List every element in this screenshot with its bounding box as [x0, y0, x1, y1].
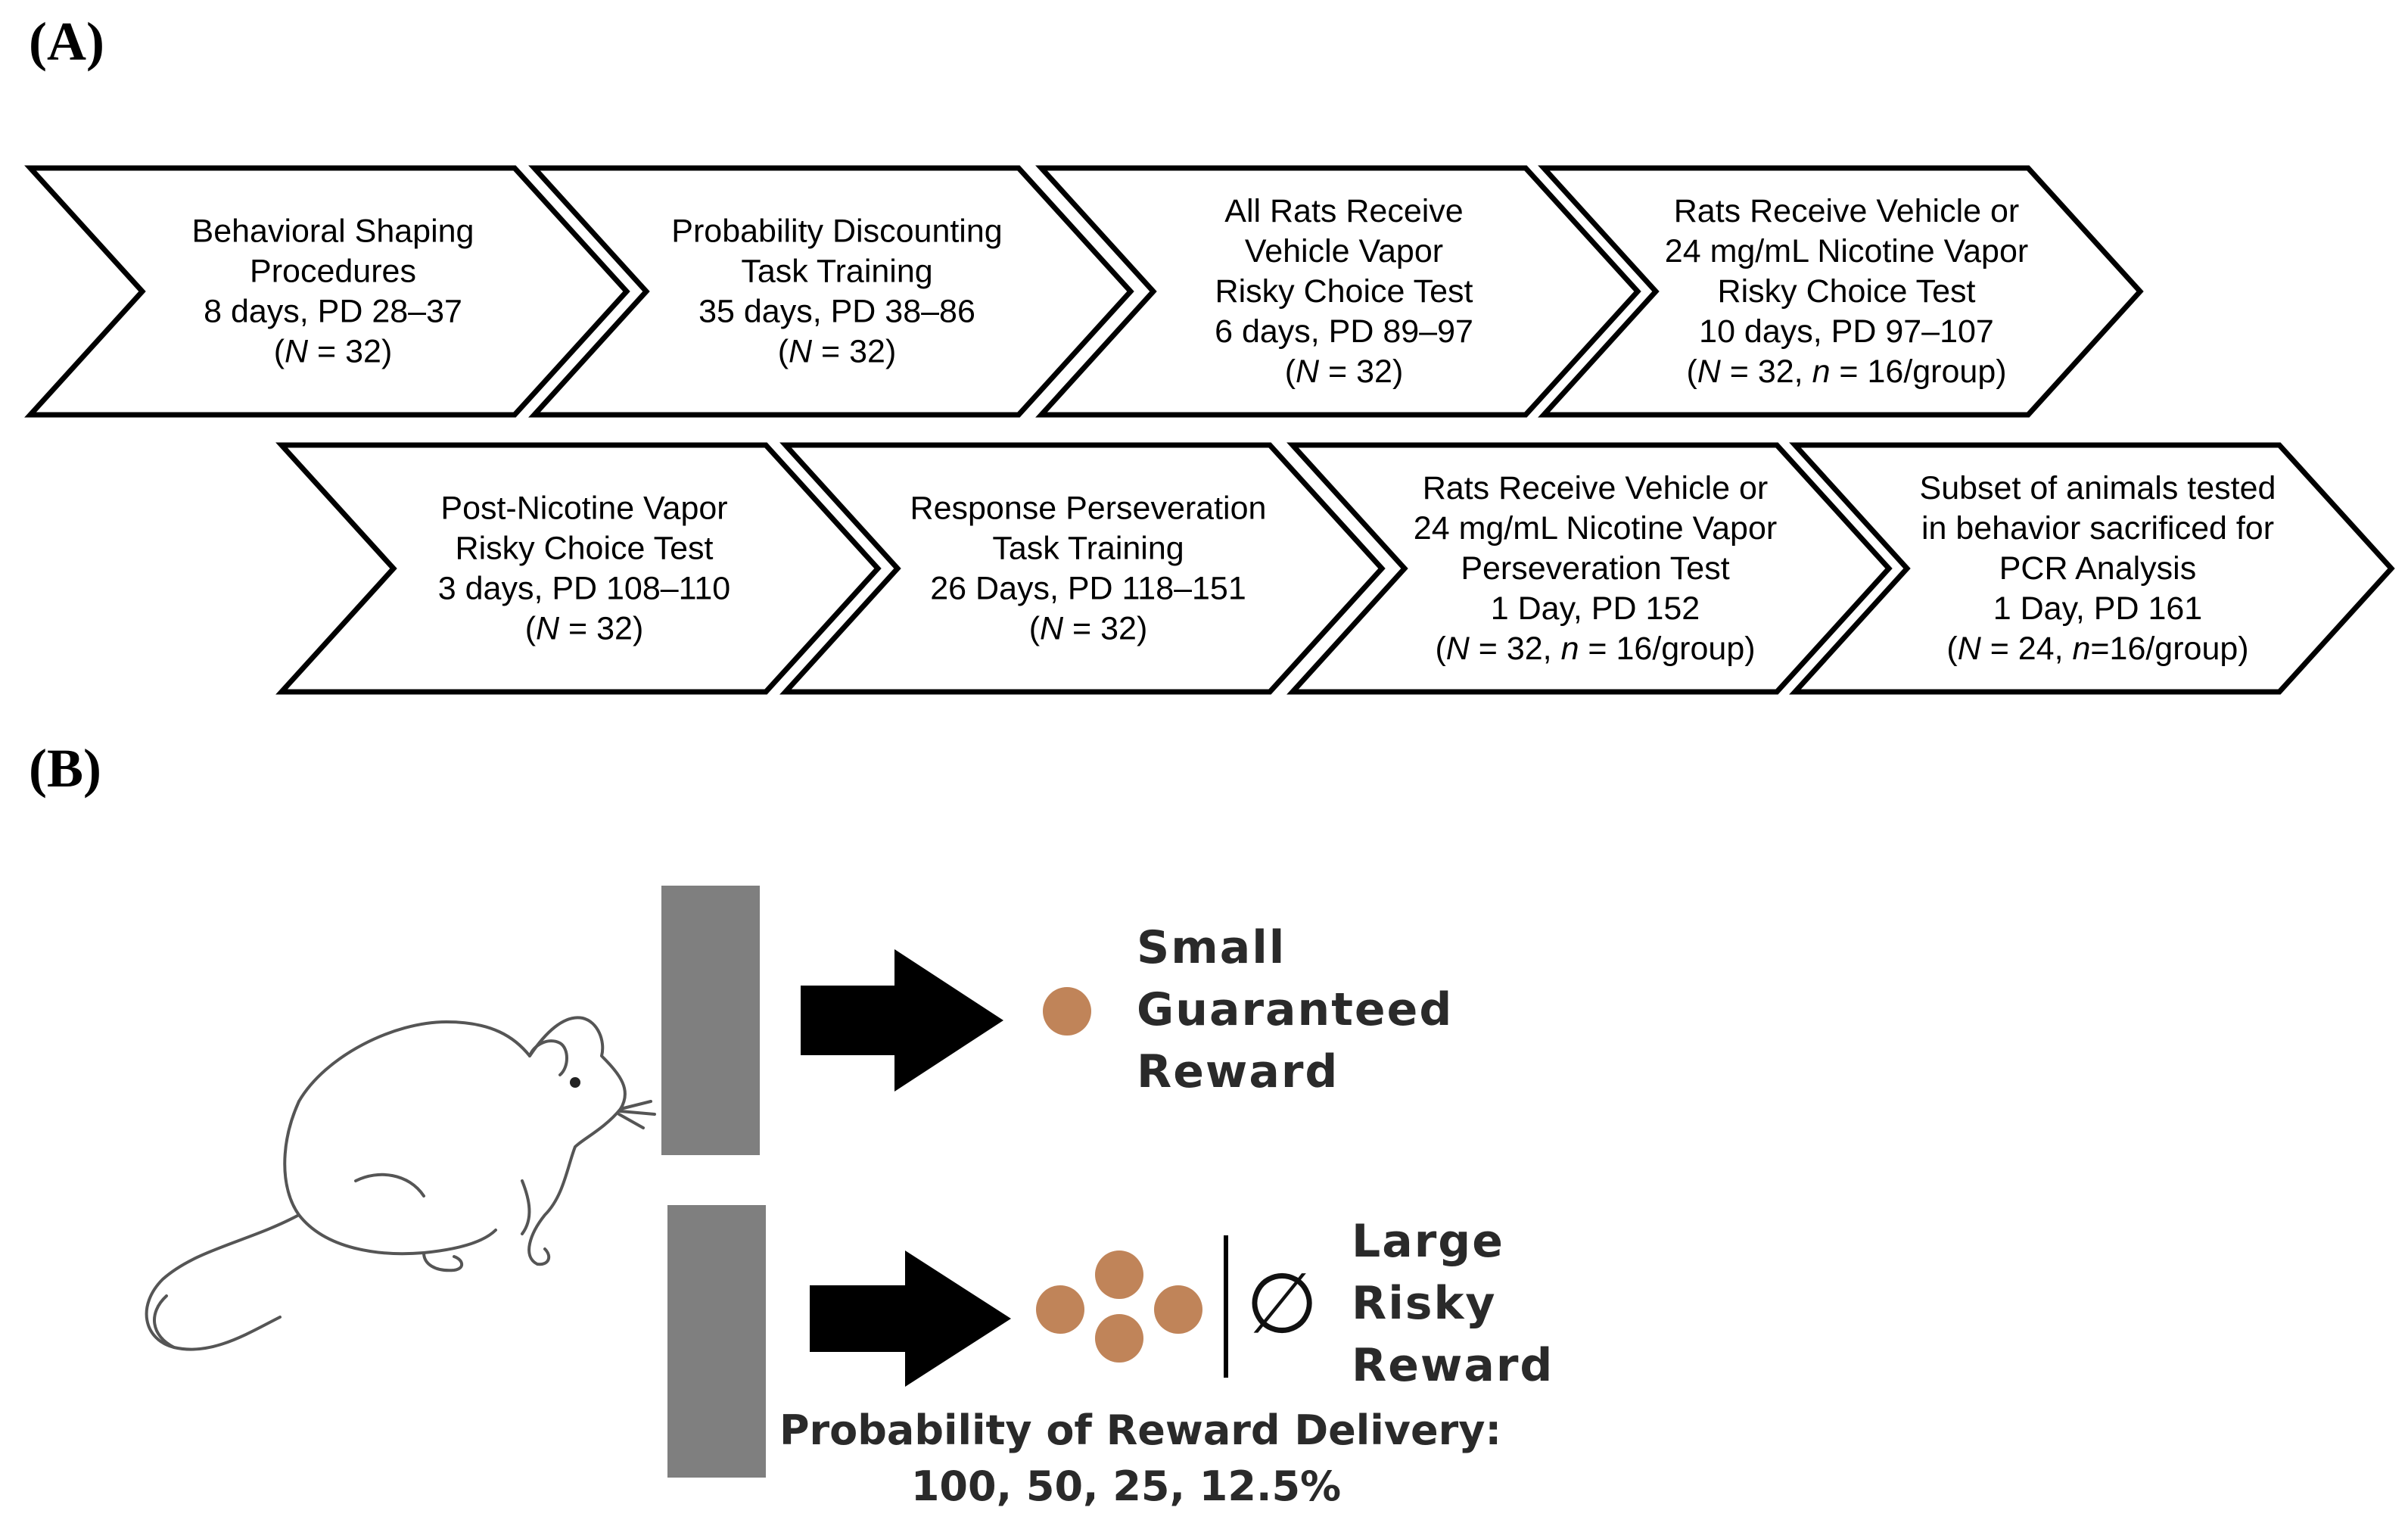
step-text-line: (N = 24, n=16/group) [1946, 631, 2248, 667]
step-text-line: (N = 32) [1029, 611, 1148, 647]
rat-illustration [145, 1016, 656, 1351]
large-reward-line: Large [1352, 1215, 1504, 1268]
step-text-line: All Rats Receive [1224, 193, 1463, 229]
step-text-line: (N = 32) [274, 334, 393, 370]
step-text-line: Task Training [992, 531, 1184, 567]
panel-b-letter: B [46, 738, 84, 799]
pellet-icon [1095, 1314, 1143, 1363]
chevron-shape [1789, 442, 2395, 695]
panel-a-label-close: ) [86, 11, 104, 72]
panel-b-label: (B) [29, 737, 101, 800]
small-reward-line: Guaranteed [1137, 983, 1453, 1036]
step-text-line: 24 mg/mL Nicotine Vapor [1414, 510, 1777, 547]
small-reward-label: Small Guaranteed Reward [1137, 921, 1453, 1098]
panel-a-label: (A) [29, 11, 104, 73]
chevron-shape [528, 165, 1134, 418]
step-text-line: (N = 32) [778, 334, 897, 370]
large-reward-label: Large Risky Reward [1352, 1215, 1554, 1392]
step-text-line: Perseveration Test [1461, 550, 1729, 587]
pellet-icon [1043, 987, 1091, 1036]
step-text-line: Post-Nicotine Vapor [440, 491, 727, 527]
step-text-line: (N = 32, n = 16/group) [1435, 631, 1755, 667]
large-reward-line: Risky [1352, 1277, 1497, 1330]
step-text-line: Rats Receive Vehicle or [1674, 193, 2020, 229]
step-text-line: 1 Day, PD 161 [1993, 590, 2202, 627]
step-text-line: (N = 32) [525, 611, 644, 647]
arrow-icon-top [801, 949, 1003, 1092]
panel-b-graphics [145, 886, 1228, 1478]
step-text-line: PCR Analysis [1999, 550, 2196, 587]
step-text-line: Procedures [250, 254, 416, 290]
step-text-line: Vehicle Vapor [1245, 233, 1443, 269]
step-text-line: 24 mg/mL Nicotine Vapor [1665, 233, 2028, 269]
panel-b-label-close: ) [83, 738, 101, 799]
lever-bottom [667, 1205, 766, 1478]
chevron-shape [779, 442, 1386, 695]
step-text-line: (N = 32, n = 16/group) [1686, 353, 2006, 390]
panel-a-label-open: ( [29, 11, 47, 72]
arrow-icon-bottom [810, 1250, 1011, 1387]
chevron-shape [1035, 165, 1641, 418]
step-text-line: (N = 32) [1285, 353, 1404, 390]
panel-b-label-open: ( [29, 738, 47, 799]
step-text-line: 26 Days, PD 118–151 [930, 571, 1246, 607]
step-text-line: Task Training [741, 254, 932, 290]
step-text-line: 10 days, PD 97–107 [1699, 313, 1994, 350]
step-text-line: 8 days, PD 28–37 [204, 294, 462, 330]
step-text-line: 1 Day, PD 152 [1491, 590, 1700, 627]
panel-a-letter: A [46, 11, 86, 72]
pellet-icon [1095, 1250, 1143, 1299]
chevron-shape [1286, 442, 1893, 695]
step-text-line: Subset of animals tested [1920, 470, 2276, 506]
chevron-shape [275, 442, 882, 695]
small-reward-line: Reward [1137, 1045, 1339, 1098]
step-text-line: Risky Choice Test [456, 531, 714, 567]
chevron-shape [1538, 165, 2144, 418]
step-text-line: Probability Discounting [671, 213, 1002, 250]
pellet-icon [1154, 1285, 1202, 1334]
probability-values: 100, 50, 25, 12.5% [911, 1462, 1341, 1510]
step-text-line: Rats Receive Vehicle or [1423, 470, 1769, 506]
lever-top [661, 886, 760, 1155]
timeline-step: Rats Receive Vehicle or 24 mg/mL Nicotine… [1538, 165, 2144, 418]
timeline-step: Rats Receive Vehicle or 24 mg/mL Nicotine… [1286, 442, 1893, 695]
probability-title: Probability of Reward Delivery: [779, 1406, 1501, 1454]
chevron-shape [24, 165, 630, 418]
step-text-line: Risky Choice Test [1215, 273, 1473, 310]
pellet-icon [1036, 1285, 1084, 1334]
step-text-line: Risky Choice Test [1718, 273, 1976, 310]
step-text-line: 3 days, PD 108–110 [438, 571, 730, 607]
step-text-line: in behavior sacrificed for [1921, 510, 2274, 547]
step-text-line: 35 days, PD 38–86 [698, 294, 975, 330]
timeline-step: Subset of animals tested in behavior sacr… [1789, 442, 2395, 695]
null-symbol: ∅ [1246, 1255, 1318, 1352]
step-text-line: Response Perseveration [910, 491, 1267, 527]
large-reward-line: Reward [1352, 1339, 1554, 1392]
small-reward-line: Small [1137, 921, 1286, 974]
step-text-line: Behavioral Shaping [192, 213, 474, 250]
step-text-line: 6 days, PD 89–97 [1215, 313, 1473, 350]
